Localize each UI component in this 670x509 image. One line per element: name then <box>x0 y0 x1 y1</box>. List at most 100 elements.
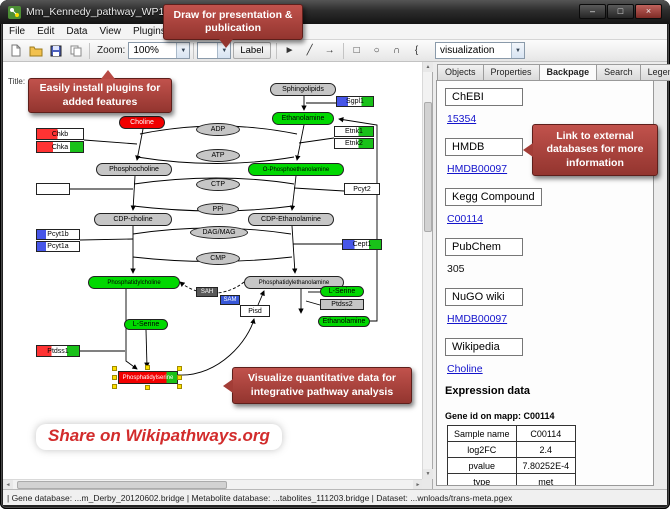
canvas-vertical-scrollbar[interactable]: ▲ ▼ <box>422 62 433 479</box>
node-ptdss1[interactable]: Ptdss1 <box>36 345 80 357</box>
node-etnk2[interactable]: Etnk2 <box>334 138 374 149</box>
chevron-down-icon[interactable]: ▼ <box>176 43 190 58</box>
selection-handle[interactable] <box>177 366 182 371</box>
pointer-tool-icon[interactable]: ► <box>284 45 295 56</box>
menu-plugins[interactable]: Plugins <box>132 26 166 37</box>
toolbar-separator <box>193 42 195 59</box>
open-file-button[interactable] <box>26 42 46 60</box>
zoom-combobox[interactable]: 100% ▼ <box>128 42 191 59</box>
selection-handle[interactable] <box>112 384 117 389</box>
node-ethanolamine-top[interactable]: Ethanolamine <box>272 112 334 125</box>
node-choline[interactable]: Choline <box>119 116 165 129</box>
node-cdp-ethanolamine[interactable]: CDP-Ethanolamine <box>248 213 334 226</box>
table-row: pvalue 7.80252E-4 <box>447 457 577 474</box>
tab-objects[interactable]: Objects <box>437 64 483 81</box>
node-phosphatidylethanolamine[interactable]: Phosphatidylethanolamine <box>244 276 344 289</box>
tab-legend[interactable]: Legend <box>639 64 670 81</box>
node-cmp[interactable]: CMP <box>196 252 240 265</box>
node-ethanolamine-bottom[interactable]: Ethanolamine <box>318 316 370 327</box>
minimize-button[interactable]: – <box>579 4 606 19</box>
main-area: Title: <box>3 62 670 490</box>
node-pcyt1a[interactable]: Pcyt1a <box>36 241 80 252</box>
scroll-up-icon[interactable]: ▲ <box>423 62 433 72</box>
maximize-button[interactable]: □ <box>607 4 634 19</box>
node-chka[interactable]: Chka <box>36 141 84 153</box>
node-phosphatidylserine-selected[interactable]: Phosphatidylserine <box>118 371 178 384</box>
node-sphingolipids[interactable]: Sphingolipids <box>270 83 336 96</box>
node-cdp-choline[interactable]: CDP-choline <box>94 213 172 226</box>
node-pcyt2[interactable]: Pcyt2 <box>344 183 380 195</box>
selection-handle[interactable] <box>145 365 150 370</box>
node-l-serine-right[interactable]: L-Serine <box>320 286 364 297</box>
node-ppi[interactable]: PPi <box>197 203 239 215</box>
label-tool-button[interactable]: Label <box>233 42 271 59</box>
node-sgpl1[interactable]: Sgpl1 <box>336 96 374 107</box>
line-tool-icon[interactable]: ╱ <box>306 45 313 56</box>
node-chkb[interactable]: Chkb <box>36 128 84 140</box>
backpage-link-wikipedia[interactable]: Choline <box>447 363 483 375</box>
oval-tool-icon[interactable]: ○ <box>373 45 380 56</box>
selection-handle[interactable] <box>177 384 182 389</box>
menu-file[interactable]: File <box>9 26 26 37</box>
callout-plugins: Easily install plugins for added feature… <box>28 70 172 113</box>
node-adp[interactable]: ADP <box>196 123 240 136</box>
pathway-title-label: Title: <box>8 77 26 86</box>
save-button[interactable] <box>46 42 66 60</box>
node-o-phosphoethanolamine[interactable]: O-Phosphoethanolamine <box>248 163 344 176</box>
visualization-combobox[interactable]: visualization ▼ <box>435 42 525 59</box>
node-l-serine-left[interactable]: L-Serine <box>124 319 168 330</box>
arrow-tool-icon[interactable]: → <box>324 45 335 56</box>
share-note: Share on Wikipathways.org <box>36 424 282 450</box>
node-sam[interactable]: SAM <box>220 295 240 305</box>
arc-tool-icon[interactable]: ∩ <box>393 45 401 56</box>
expression-table: Sample name C00114 log2FC 2.4 pvalue 7.8… <box>447 425 577 485</box>
backpage-link-hmdb[interactable]: HMDB00097 <box>447 163 508 175</box>
backpage-db-header-hmdb: HMDB <box>445 138 523 156</box>
node-atp[interactable]: ATP <box>196 149 240 162</box>
vertical-scroll-thumb[interactable] <box>424 102 432 232</box>
selection-handle[interactable] <box>145 385 150 390</box>
new-file-icon <box>11 44 21 57</box>
callout-visualize-text: Visualize quantitative data for integrat… <box>247 372 396 398</box>
pathway-canvas[interactable]: Title: <box>3 62 423 479</box>
node-phosphocholine[interactable]: Phosphocholine <box>96 163 172 176</box>
horizontal-scroll-thumb[interactable] <box>17 481 227 489</box>
node-etnk1[interactable]: Etnk1 <box>334 126 374 137</box>
titlebar[interactable]: Mm_Kennedy_pathway_WP1771_45176.gpml – □… <box>0 0 670 24</box>
close-button[interactable]: × <box>635 4 662 19</box>
node-phosphatidylcholine[interactable]: Phosphatidylcholine <box>88 276 180 289</box>
selection-handle[interactable] <box>177 375 182 380</box>
node-pcyt1b[interactable]: Pcyt1b <box>36 229 80 240</box>
tab-search[interactable]: Search <box>596 64 640 81</box>
node-chpt1[interactable]: Chpt1 <box>36 183 70 195</box>
node-ptdss2[interactable]: Ptdss2 <box>320 299 364 310</box>
rectangle-tool-icon[interactable]: □ <box>353 45 360 56</box>
copy-button[interactable] <box>66 42 86 60</box>
expression-cell: Sample name <box>447 425 517 442</box>
node-pisd[interactable]: Pisd <box>240 305 270 317</box>
backpage-link-kegg[interactable]: C00114 <box>447 213 484 225</box>
brace-tool-icon[interactable]: { <box>414 45 419 56</box>
zoom-label: Zoom: <box>97 45 126 56</box>
chevron-down-icon[interactable]: ▼ <box>511 43 524 58</box>
backpage-link-chebi[interactable]: 15354 <box>447 113 477 125</box>
node-dag-mag[interactable]: DAG/MAG <box>190 226 248 239</box>
selection-handle[interactable] <box>112 366 117 371</box>
scroll-down-icon[interactable]: ▼ <box>423 469 433 479</box>
scroll-left-icon[interactable]: ◄ <box>3 480 13 490</box>
menu-data[interactable]: Data <box>66 26 88 37</box>
tab-properties[interactable]: Properties <box>482 64 539 81</box>
node-ctp[interactable]: CTP <box>196 178 240 191</box>
menu-view[interactable]: View <box>99 26 121 37</box>
scroll-right-icon[interactable]: ► <box>413 480 423 490</box>
node-cept1[interactable]: Cept1 <box>342 239 382 250</box>
node-sah[interactable]: SAH <box>196 287 218 297</box>
menu-edit[interactable]: Edit <box>37 26 55 37</box>
canvas-horizontal-scrollbar[interactable]: ◄ ► <box>3 479 423 490</box>
tab-backpage[interactable]: Backpage <box>538 64 597 81</box>
expression-cell: pvalue <box>447 457 517 474</box>
backpage-link-nugo[interactable]: HMDB00097 <box>447 313 508 325</box>
new-file-button[interactable] <box>6 42 26 60</box>
selection-handle[interactable] <box>112 375 117 380</box>
